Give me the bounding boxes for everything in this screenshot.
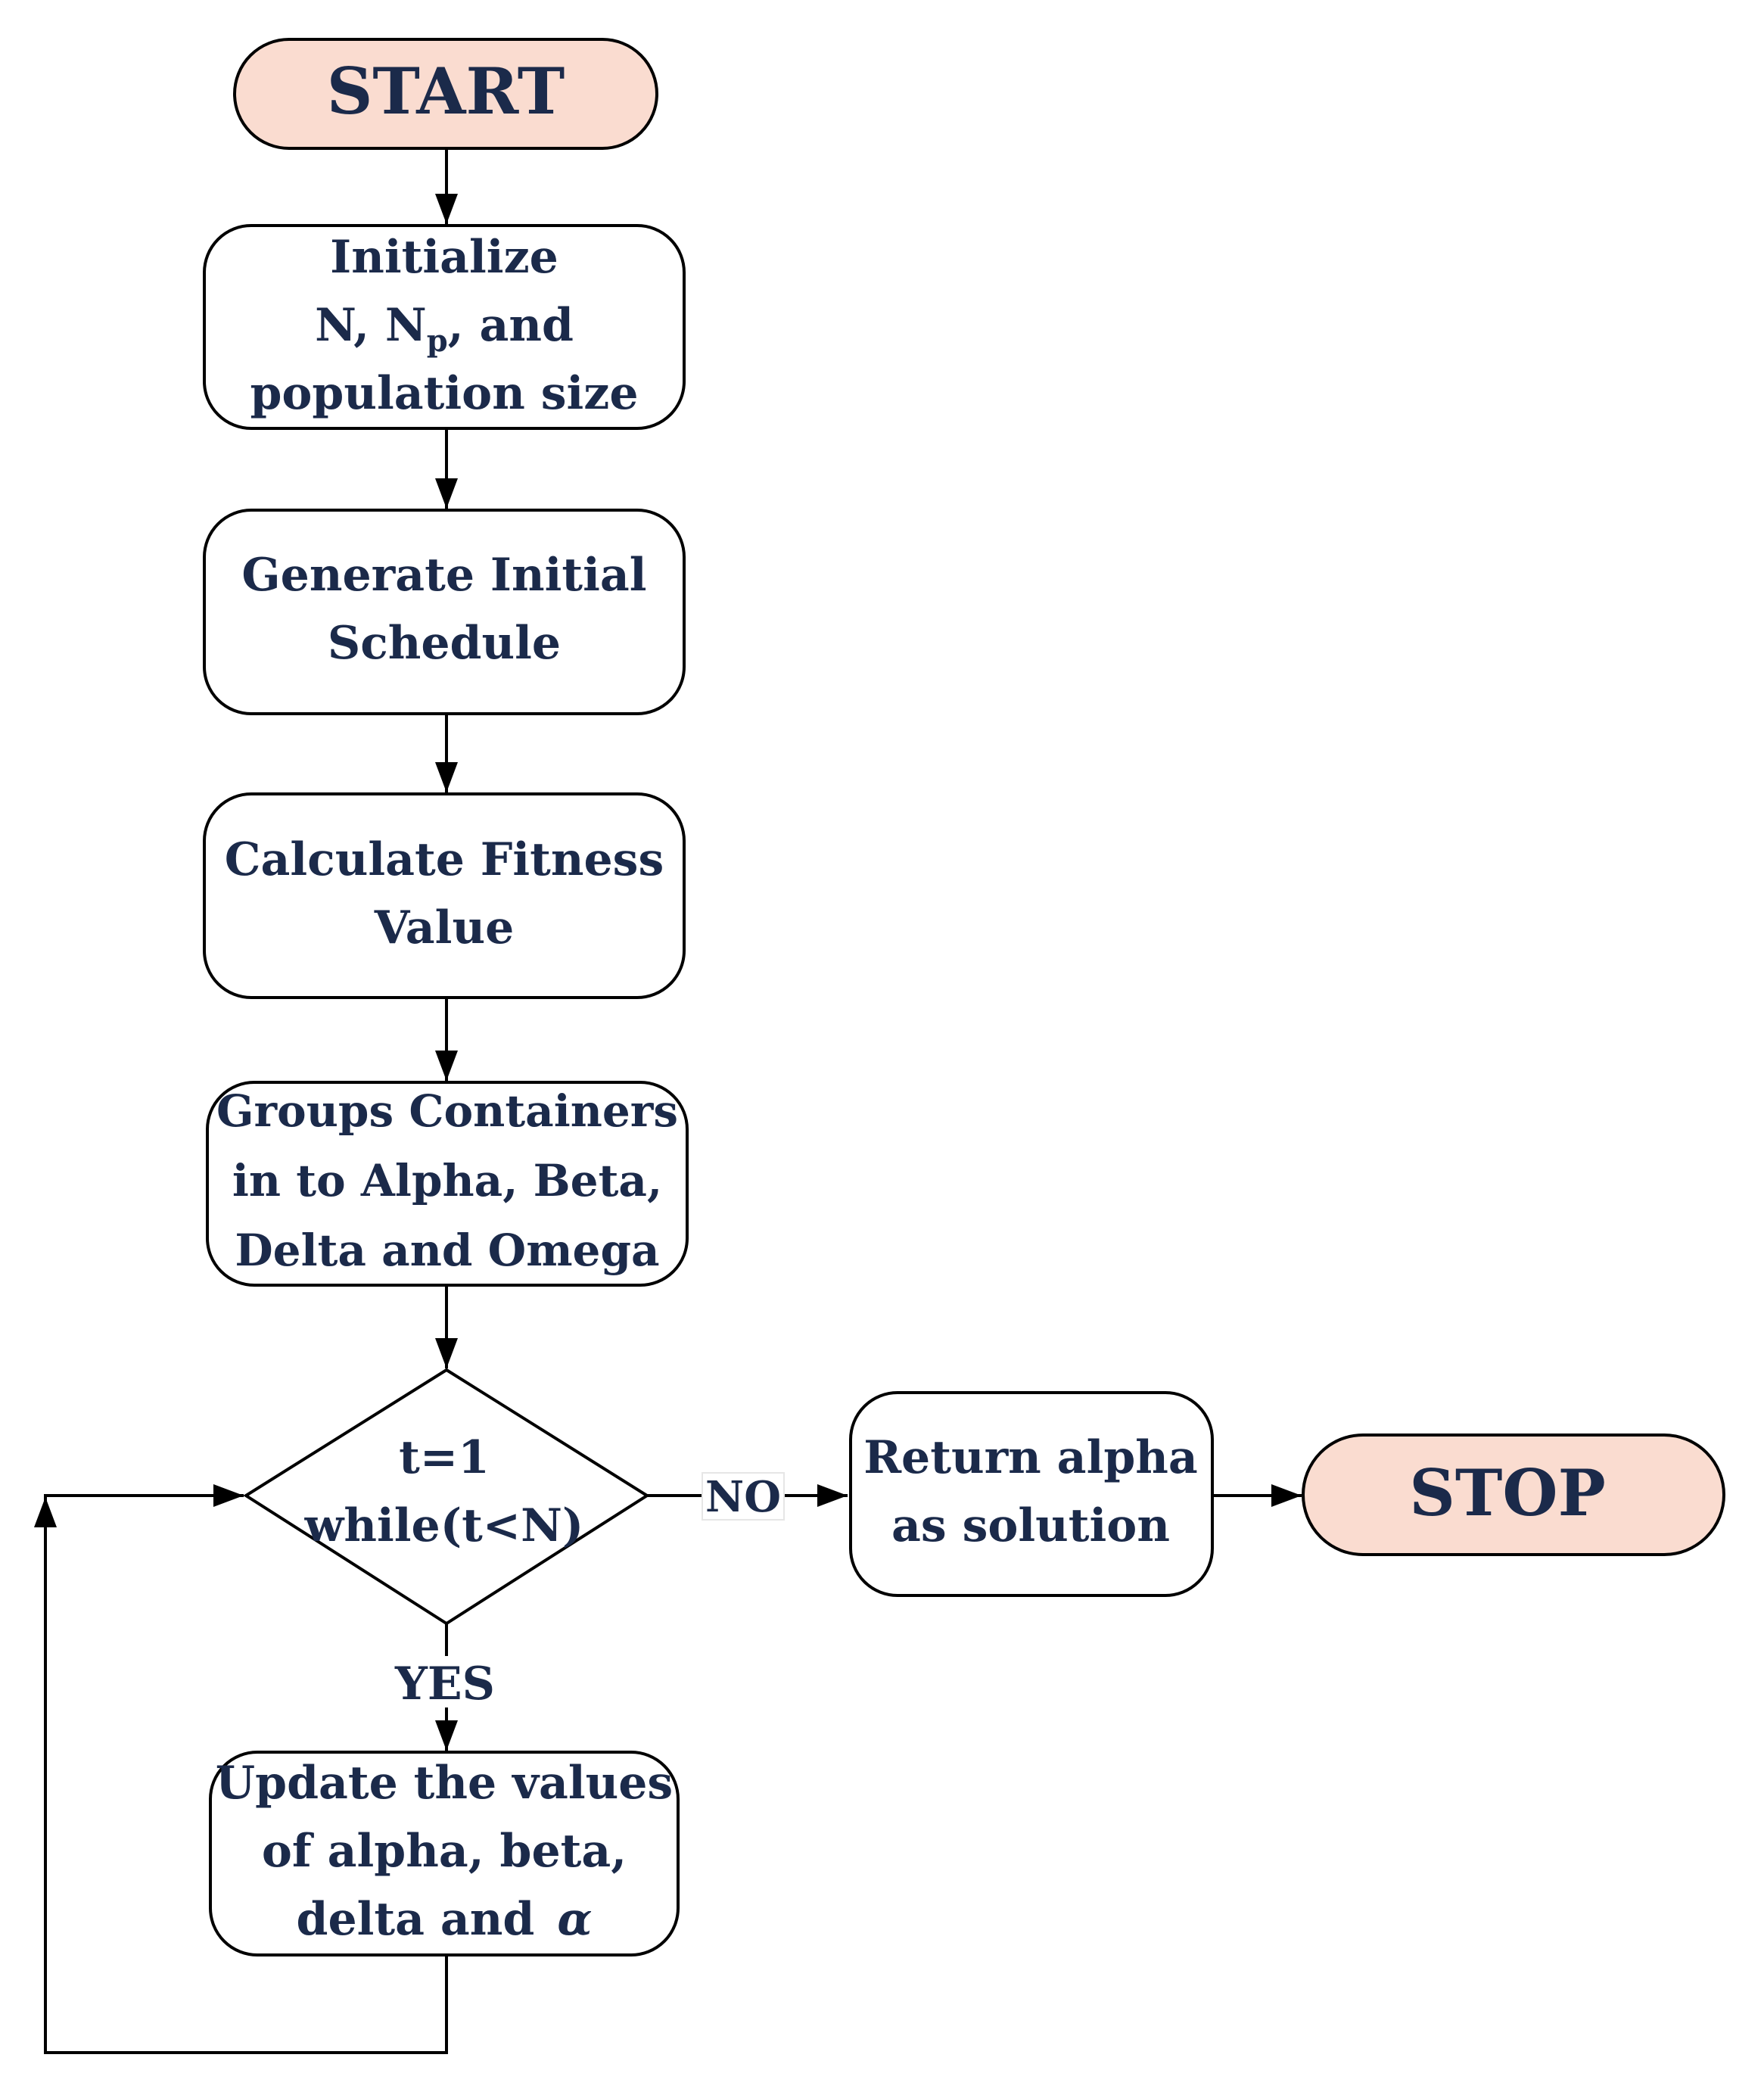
loop-back-line: [44, 1510, 448, 2054]
update-line1: Update the values: [216, 1757, 673, 1810]
generate-line2: Schedule: [328, 617, 561, 670]
initialize-line2-prefix: N, N: [315, 299, 427, 352]
generate-schedule-box[interactable]: Generate Initial Schedule: [203, 509, 686, 715]
start-label: START: [327, 54, 565, 129]
groups-line1: Groups Containers: [216, 1085, 678, 1137]
fitness-line2: Value: [374, 901, 515, 954]
initialize-line2-sub: p: [427, 323, 448, 359]
loop-decision-diamond[interactable]: t=1 while(t<N): [243, 1368, 650, 1626]
update-line3: delta and α: [296, 1893, 592, 1946]
update-line2: of alpha, beta,: [262, 1825, 627, 1878]
return-line2: as solution: [891, 1499, 1170, 1552]
initialize-line1: Initialize: [330, 231, 558, 284]
initialize-line3: population size: [250, 367, 638, 420]
groups-line3: Delta and Omega: [235, 1225, 659, 1276]
alpha-symbol: α: [557, 1893, 592, 1946]
initialize-line2-suffix: , and: [448, 299, 574, 352]
decision-line1: t=1: [399, 1431, 490, 1484]
decision-line2: while(t<N): [304, 1499, 584, 1552]
no-label-text: NO: [705, 1472, 781, 1522]
generate-line1: Generate Initial: [241, 549, 646, 602]
initialize-box[interactable]: Initialize N, Np, and population size: [203, 224, 686, 430]
update-line3-text: delta and: [296, 1893, 534, 1946]
yes-label-text: YES: [394, 1658, 495, 1711]
return-alpha-box[interactable]: Return alpha as solution: [849, 1391, 1214, 1597]
stop-terminal[interactable]: STOP: [1302, 1434, 1725, 1556]
yes-edge-label: YES: [383, 1656, 510, 1711]
return-line1: Return alpha: [863, 1431, 1198, 1484]
stop-label: STOP: [1409, 1455, 1606, 1530]
groups-line2: in to Alpha, Beta,: [232, 1155, 662, 1206]
calculate-fitness-box[interactable]: Calculate Fitness Value: [203, 792, 686, 999]
start-terminal[interactable]: START: [233, 38, 658, 150]
fitness-line1: Calculate Fitness: [225, 833, 664, 886]
no-edge-label: NO: [702, 1472, 785, 1522]
update-values-box[interactable]: Update the values of alpha, beta, delta …: [209, 1751, 680, 1956]
initialize-line2: N, Np, and: [315, 299, 574, 359]
groups-containers-box[interactable]: Groups Containers in to Alpha, Beta, Del…: [206, 1081, 689, 1287]
